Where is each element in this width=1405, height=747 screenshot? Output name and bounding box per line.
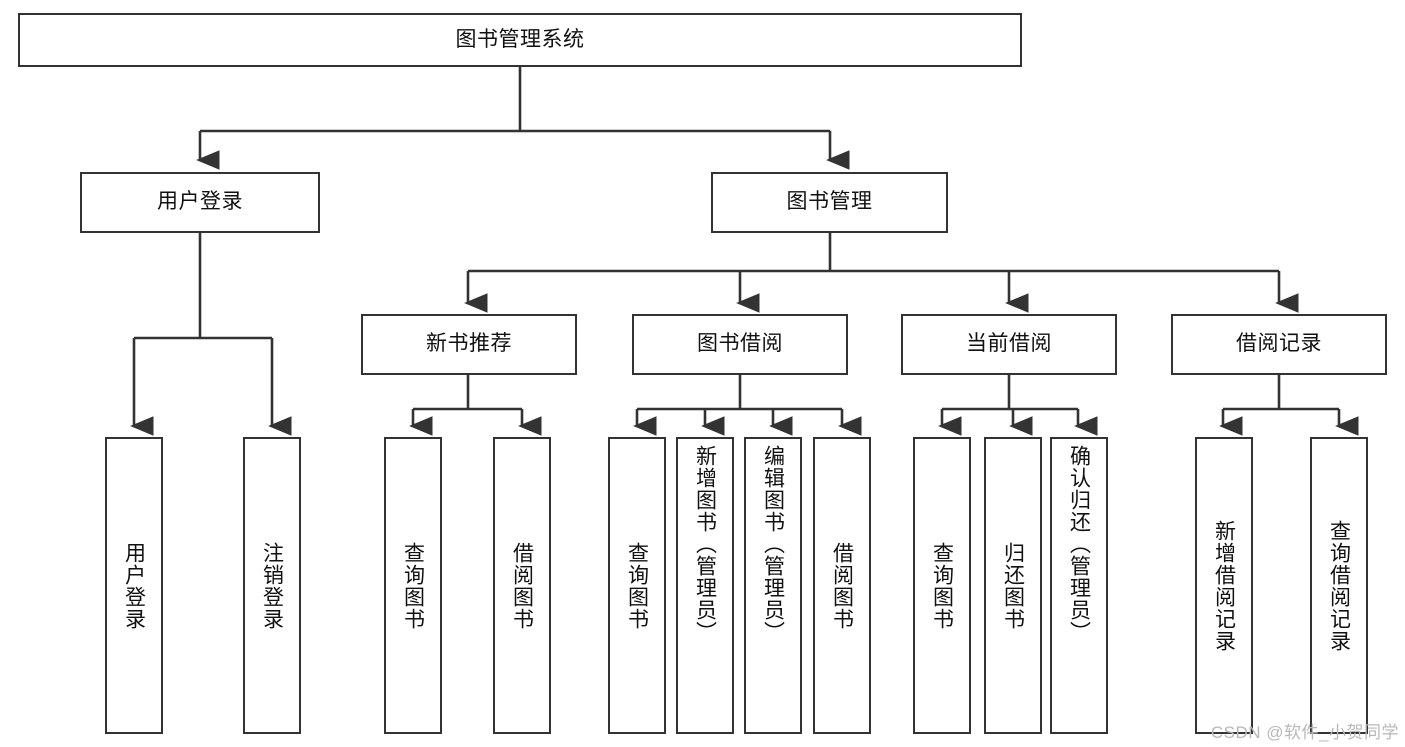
node-root-label: 图书管理系统 xyxy=(455,27,585,51)
node-leaf-user-login-label: 用户登录 xyxy=(122,541,146,630)
node-leaf-borrow-book-1[interactable]: 借阅图书 xyxy=(493,437,551,734)
node-leaf-add-book-label: 新增图书（管理员） xyxy=(693,445,717,643)
node-book-manage[interactable]: 图书管理 xyxy=(711,172,948,233)
edge-group-new-book-recommend xyxy=(409,375,542,436)
node-leaf-confirm-return[interactable]: 确认归还（管理员） xyxy=(1050,437,1108,734)
node-current-borrow[interactable]: 当前借阅 xyxy=(901,314,1117,375)
edge-group-borrow-record xyxy=(1219,375,1359,436)
node-book-borrow-label: 图书借阅 xyxy=(697,332,783,356)
node-leaf-borrow-book-2-label: 借阅图书 xyxy=(830,541,854,630)
node-leaf-edit-book-label: 编辑图书（管理员） xyxy=(761,445,785,643)
node-user-login-label: 用户登录 xyxy=(157,190,243,214)
csdn-watermark: CSDN @软件_小贺同学 xyxy=(1210,723,1399,742)
node-leaf-query-record[interactable]: 查询借阅记录 xyxy=(1310,437,1368,734)
node-leaf-confirm-return-label: 确认归还（管理员） xyxy=(1067,445,1091,643)
node-leaf-edit-book[interactable]: 编辑图书（管理员） xyxy=(744,437,802,734)
node-borrow-record-label: 借阅记录 xyxy=(1236,332,1322,356)
node-leaf-logout-login[interactable]: 注销登录 xyxy=(243,437,301,734)
node-new-book-recommend-label: 新书推荐 xyxy=(426,332,512,356)
node-leaf-add-book[interactable]: 新增图书（管理员） xyxy=(676,437,734,734)
edge-group-book-borrow xyxy=(633,375,862,436)
node-leaf-borrow-book-1-label: 借阅图书 xyxy=(510,541,534,630)
node-leaf-add-record-label: 新增借阅记录 xyxy=(1212,519,1236,652)
node-book-manage-label: 图书管理 xyxy=(786,190,873,214)
node-book-borrow[interactable]: 图书借阅 xyxy=(632,314,848,375)
node-leaf-user-login[interactable]: 用户登录 xyxy=(105,437,163,734)
node-leaf-query-book-2[interactable]: 查询图书 xyxy=(608,437,666,734)
node-leaf-return-book[interactable]: 归还图书 xyxy=(984,437,1042,734)
node-leaf-query-book-3-label: 查询图书 xyxy=(930,541,954,630)
node-leaf-logout-login-label: 注销登录 xyxy=(260,541,284,630)
node-user-login[interactable]: 用户登录 xyxy=(80,172,320,233)
node-leaf-return-book-label: 归还图书 xyxy=(1001,541,1025,630)
node-leaf-add-record[interactable]: 新增借阅记录 xyxy=(1195,437,1253,734)
node-leaf-query-record-label: 查询借阅记录 xyxy=(1327,519,1351,652)
node-new-book-recommend[interactable]: 新书推荐 xyxy=(361,314,577,375)
edge-group-book-manage xyxy=(464,233,1299,313)
node-leaf-query-book-3[interactable]: 查询图书 xyxy=(913,437,971,734)
edge-group-current-borrow xyxy=(938,375,1098,436)
node-leaf-query-book-1[interactable]: 查询图书 xyxy=(384,437,442,734)
node-leaf-borrow-book-2[interactable]: 借阅图书 xyxy=(813,437,871,734)
edge-group-user-login xyxy=(130,233,292,436)
edge-group-root xyxy=(196,67,850,170)
node-borrow-record[interactable]: 借阅记录 xyxy=(1171,314,1387,375)
node-root[interactable]: 图书管理系统 xyxy=(18,13,1022,67)
node-current-borrow-label: 当前借阅 xyxy=(966,332,1052,356)
node-leaf-query-book-2-label: 查询图书 xyxy=(625,541,649,630)
node-leaf-query-book-1-label: 查询图书 xyxy=(401,541,425,630)
